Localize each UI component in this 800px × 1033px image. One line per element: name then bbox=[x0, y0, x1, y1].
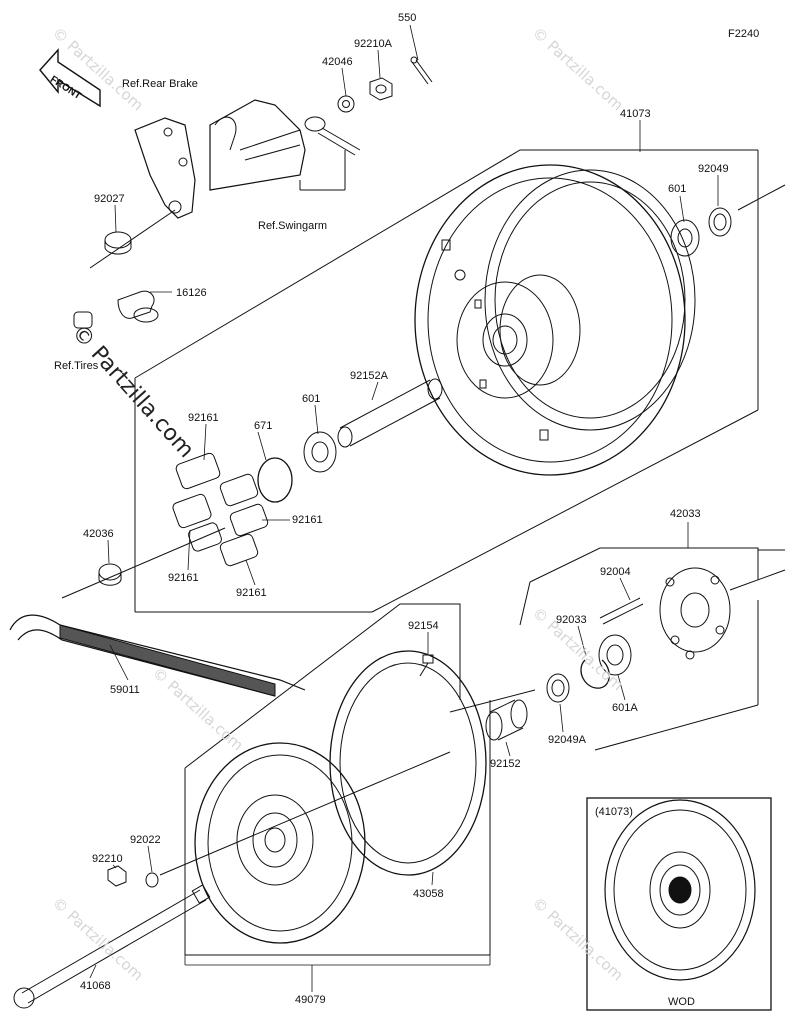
part-label-550[interactable]: 550 bbox=[398, 12, 417, 24]
part-label-601-mid[interactable]: 601 bbox=[302, 393, 321, 405]
cotter-pin-550-icon bbox=[410, 56, 433, 85]
coupling-42033-icon bbox=[659, 567, 731, 660]
part-label-92004[interactable]: 92004 bbox=[600, 566, 631, 578]
nut-92210-icon bbox=[107, 865, 127, 887]
part-label-16126[interactable]: 16126 bbox=[176, 287, 207, 299]
bearing-601-mid-icon bbox=[303, 431, 337, 473]
part-label-92049A[interactable]: 92049A bbox=[548, 734, 586, 746]
part-label-601A[interactable]: 601A bbox=[612, 702, 638, 714]
bearing-601A-icon bbox=[598, 634, 632, 676]
gasket-ring-43058-icon bbox=[329, 650, 487, 876]
part-label-41068[interactable]: 41068 bbox=[80, 980, 111, 992]
washer-92022-icon bbox=[145, 872, 159, 888]
inset-caption: WOD bbox=[668, 996, 695, 1008]
part-label-41073[interactable]: 41073 bbox=[620, 108, 651, 120]
part-label-92154[interactable]: 92154 bbox=[408, 620, 439, 632]
ref-swingarm: Ref.Swingarm bbox=[258, 220, 328, 232]
inset-frame bbox=[586, 797, 772, 1011]
bearing-601-icon bbox=[670, 219, 700, 257]
valve-16126-icon bbox=[117, 290, 159, 323]
sprocket-hub-49079-icon bbox=[194, 742, 366, 944]
part-label-59011[interactable]: 59011 bbox=[110, 684, 140, 696]
wheel-wod-icon bbox=[604, 799, 756, 981]
part-label-42036[interactable]: 42036 bbox=[83, 528, 114, 540]
part-label-49079[interactable]: 49079 bbox=[295, 994, 326, 1006]
part-label-92022[interactable]: 92022 bbox=[130, 834, 161, 846]
part-label-92161-left[interactable]: 92161 bbox=[168, 572, 199, 584]
circlip-92033-icon bbox=[580, 659, 610, 689]
part-label-92152[interactable]: 92152 bbox=[490, 758, 521, 770]
part-label-42033[interactable]: 42033 bbox=[670, 508, 701, 520]
front-arrow-icon bbox=[39, 48, 101, 108]
stud-92004-icon bbox=[599, 597, 644, 625]
ref-tires: Ref.Tires bbox=[54, 360, 99, 372]
adjuster-bolt-icon bbox=[304, 116, 361, 156]
inset-code: (41073) bbox=[595, 806, 633, 818]
damper-set-92161-icon bbox=[172, 452, 269, 567]
ref-rear-brake: Ref.Rear Brake bbox=[122, 78, 198, 90]
part-label-42046[interactable]: 42046 bbox=[322, 56, 353, 68]
spacer-92152-icon bbox=[485, 699, 528, 741]
diagram-code: F2240 bbox=[728, 28, 760, 40]
part-label-92033[interactable]: 92033 bbox=[556, 614, 587, 626]
part-label-92210A[interactable]: 92210A bbox=[354, 38, 392, 50]
part-label-92161-right[interactable]: 92161 bbox=[292, 514, 323, 526]
part-label-92161-top[interactable]: 92161 bbox=[188, 412, 219, 424]
rear-brake-bracket-icon bbox=[89, 99, 306, 269]
nut-92210A-icon bbox=[369, 77, 393, 101]
bushing-92027-icon bbox=[104, 231, 132, 255]
valve-cap-icon bbox=[73, 311, 93, 329]
axle-41068-icon bbox=[13, 884, 211, 1009]
o-ring-671-icon bbox=[257, 457, 293, 503]
collar-42036-icon bbox=[98, 563, 122, 586]
oil-seal-92049A-icon bbox=[546, 673, 570, 703]
washer-42046-icon bbox=[337, 95, 355, 113]
oil-seal-92049-icon bbox=[708, 207, 732, 237]
part-label-43058[interactable]: 43058 bbox=[413, 888, 444, 900]
part-label-92161-bottom[interactable]: 92161 bbox=[236, 587, 267, 599]
part-label-92027[interactable]: 92027 bbox=[94, 193, 125, 205]
spacer-92152A-icon bbox=[337, 378, 443, 448]
part-label-601-top[interactable]: 601 bbox=[668, 183, 687, 195]
part-label-92152A[interactable]: 92152A bbox=[350, 370, 388, 382]
part-label-92049[interactable]: 92049 bbox=[698, 163, 729, 175]
part-label-92210[interactable]: 92210 bbox=[92, 853, 123, 865]
part-label-671[interactable]: 671 bbox=[254, 420, 273, 432]
cast-wheel-41073-icon bbox=[414, 164, 696, 476]
drive-belt-59011-icon bbox=[9, 614, 306, 697]
